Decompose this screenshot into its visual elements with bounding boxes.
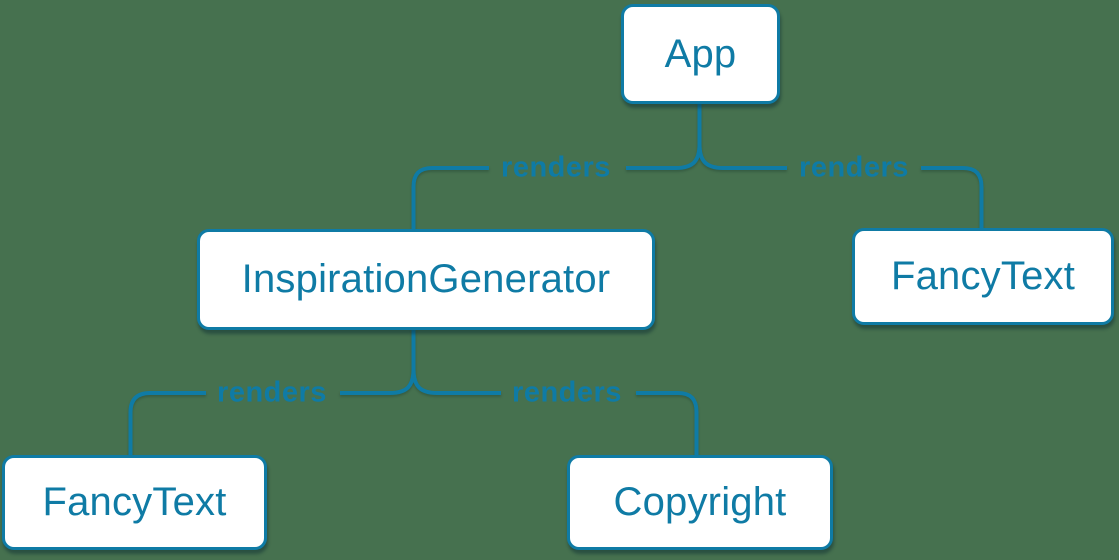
- node-app: App: [621, 4, 780, 104]
- node-inspiration-generator: InspirationGenerator: [197, 229, 655, 330]
- edge-app-left-curve: [626, 143, 702, 170]
- edge-label-renders: renders: [501, 151, 611, 184]
- edge-inspiration-right-curve: [411, 368, 501, 395]
- edge-label-renders: renders: [217, 376, 327, 409]
- node-label: InspirationGenerator: [241, 257, 611, 301]
- node-label: App: [664, 31, 737, 76]
- node-label: FancyText: [890, 254, 1076, 298]
- node-fancytext-left: FancyText: [2, 455, 267, 550]
- edge-inspiration-left-drop: [128, 391, 206, 455]
- edge-inspiration-left-curve: [340, 368, 416, 395]
- node-label: FancyText: [42, 480, 227, 524]
- edge-app-right-drop: [921, 166, 984, 228]
- node-fancytext-right: FancyText: [852, 228, 1114, 325]
- node-copyright: Copyright: [567, 455, 833, 550]
- edge-label-renders: renders: [799, 151, 909, 184]
- edge-app-left-drop: [411, 166, 489, 229]
- edge-inspiration-to-copyright: [411, 368, 699, 455]
- edge-app-right-curve: [697, 143, 787, 170]
- edge-app-to-fancytext: [697, 143, 984, 228]
- edge-label-renders: renders: [512, 376, 622, 409]
- edge-inspiration-right-drop: [636, 391, 699, 455]
- node-label: Copyright: [613, 480, 787, 524]
